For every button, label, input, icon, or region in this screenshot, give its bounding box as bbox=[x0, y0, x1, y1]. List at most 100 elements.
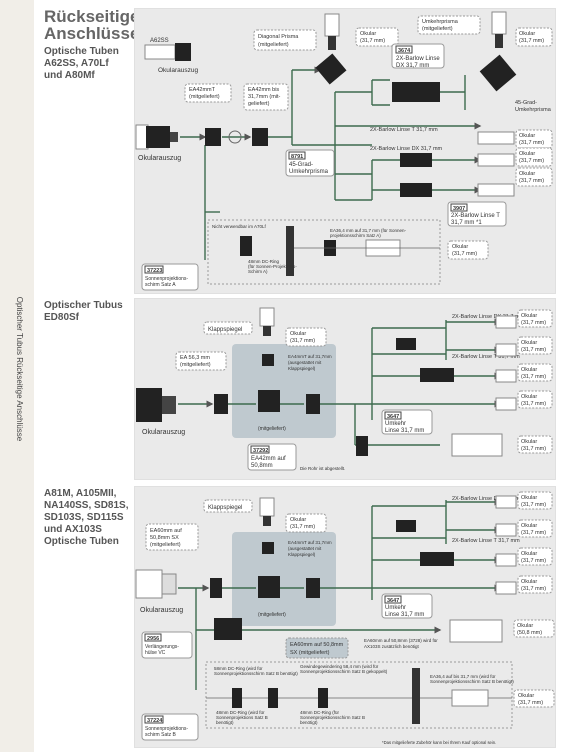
label-okD-2a: Okular bbox=[521, 394, 537, 400]
telescope-ed80sf-icon bbox=[136, 388, 176, 422]
label-okular-3a: Okular bbox=[290, 517, 306, 523]
section3-title-5: Optische Tuben bbox=[44, 536, 119, 547]
label-okC-2b: (31,7 mm) bbox=[521, 374, 546, 380]
sun-projection-a-group bbox=[207, 219, 441, 285]
label-klappspiegel-3: Klappspiegel bbox=[208, 505, 242, 511]
label-ea42b-3: geliefert) bbox=[248, 101, 270, 107]
label-ea60b-2: SX (mitgeliefert) bbox=[290, 650, 330, 656]
sun-projection-b-group bbox=[205, 661, 513, 729]
telescope-sd-icon bbox=[135, 569, 177, 599]
label-okB-3a: Okular bbox=[521, 523, 537, 529]
label-ea563-2: (mitgeliefert) bbox=[180, 362, 211, 368]
adapter-ea563-icon bbox=[214, 394, 228, 414]
label-okD-3b: (31,7 mm) bbox=[521, 586, 546, 592]
section1-subtitle-2: A62SS, A70Lf bbox=[44, 58, 109, 69]
label-okD-3a: Okular bbox=[521, 579, 537, 585]
section1-title-2: Anschlüsse: bbox=[44, 24, 146, 43]
label-okB-2a: Okular bbox=[521, 340, 537, 346]
label-ea42b-2: 31,7mm (mit- bbox=[248, 94, 281, 100]
label-ea364b-2: Sonnenprojektionsschirm Satz B benötigt) bbox=[430, 679, 514, 684]
adapter-317-2-icon bbox=[306, 394, 320, 414]
label-klappspiegel-2: Klappspiegel bbox=[208, 327, 242, 333]
label-ea60note-2: AX103S zusätzlich benötigt bbox=[364, 644, 420, 649]
label-ea60note-1: EA60mm auf 50,8mm (3728) wird für bbox=[364, 638, 438, 643]
section3-title-4: und AX103S bbox=[44, 524, 102, 535]
label-okular3-1: Okular bbox=[519, 133, 535, 139]
label-barlow2dx-2: DX 31,7 mm bbox=[396, 63, 429, 69]
label-okA-3b: (31,7 mm) bbox=[521, 502, 546, 508]
note-a70lf: Nicht verwendbar im A70Lf bbox=[212, 224, 267, 229]
code-37292: 37292 bbox=[253, 448, 268, 454]
umkehrprisma-icon bbox=[479, 11, 517, 92]
label-okular-2a: Okular bbox=[290, 331, 306, 337]
code-3647-3: 3647 bbox=[387, 598, 399, 604]
label-sonnen-a-1: Sonnenprojektions- bbox=[145, 276, 188, 282]
label-ring48b-2: Sonnenprojektions Satz B bbox=[216, 715, 268, 720]
extension-tube-vc-icon bbox=[214, 618, 242, 640]
code-8791: 8791 bbox=[291, 154, 303, 160]
label-ea42-2b: 50,8mm bbox=[251, 463, 273, 469]
label-ring-b-1: 58mm DC-Ring (wird für bbox=[214, 666, 263, 671]
label-ea42b-1: EA42mm bis bbox=[248, 87, 279, 93]
label-okF-1: Okular bbox=[518, 693, 534, 699]
label-okular4-1: Okular bbox=[519, 151, 535, 157]
label-ring48-2: (für Sonnen-Projektions- bbox=[248, 264, 297, 269]
label-mitgeliefert-3: (mitgeliefert) bbox=[258, 612, 286, 618]
footnote: *Das mitgelieferte Zubehör kann bei Ihre… bbox=[382, 740, 496, 745]
label-45grad-r-1: 45-Grad- bbox=[515, 100, 537, 106]
section1-subtitle-1: Optische Tuben bbox=[44, 46, 119, 57]
barlow-dx-icon bbox=[400, 153, 432, 167]
label-barlowT2-2: 31,7 mm *1 bbox=[451, 220, 482, 226]
label-verl-1: Verlängerungs- bbox=[145, 644, 179, 650]
label-ea60sx-3: (mitgeliefert) bbox=[150, 542, 181, 548]
umkehr-lens-2-icon bbox=[420, 368, 454, 382]
label-barlow2dx-3: 2X-Barlow Linse DX 31,7 mm bbox=[452, 496, 525, 502]
section2-title-1: Optischer Tubus bbox=[44, 300, 123, 311]
label-okularauszug-main: Okularauszug bbox=[138, 155, 181, 162]
adapter-ea42mmt-icon bbox=[205, 128, 221, 146]
label-ea563-1: EA 56,3 mm bbox=[180, 355, 210, 361]
telescope-a62ss-icon bbox=[144, 43, 191, 61]
barlow-t-icon bbox=[400, 183, 432, 197]
label-45grad-l-1: 45-Grad- bbox=[289, 162, 313, 168]
label-okularauszug-2: Okularauszug bbox=[142, 429, 185, 436]
label-ea42mmt-1: EA42mmT bbox=[189, 87, 216, 93]
label-umkehrprisma-2: (mitgeliefert) bbox=[422, 26, 453, 32]
label-ea42mmt-2: (mitgeliefert) bbox=[189, 94, 220, 100]
label-ea60sx-1: EA60mm auf bbox=[150, 528, 182, 534]
ring-48mm-icon bbox=[240, 236, 252, 256]
label-ring48b-3: benötigt) bbox=[216, 720, 234, 725]
label-verl-2: hülse VC bbox=[145, 650, 166, 656]
code-37224: 37224 bbox=[147, 718, 163, 724]
label-okular4-2: (31,7 mm) bbox=[519, 158, 544, 164]
label-okular6-2: (31,7 mm) bbox=[452, 251, 477, 257]
label-okularauszug-top: Okularauszug bbox=[158, 67, 198, 74]
eyepiece-508-3-icon bbox=[449, 619, 503, 643]
label-okC-3b: (31,7 mm) bbox=[521, 558, 546, 564]
label-ea364-2: projektionsschirm Satz A) bbox=[330, 233, 381, 238]
label-umkehr-2b: Linse 31,7 mm bbox=[385, 428, 424, 434]
label-okC-2a: Okular bbox=[521, 367, 537, 373]
section1-title-1: Rückseitige bbox=[44, 7, 140, 26]
label-okular1-2: (31,7 mm) bbox=[360, 38, 385, 44]
label-ok508-2: (50,8 mm) bbox=[517, 630, 542, 636]
code-3674: 3674 bbox=[398, 48, 411, 54]
label-okE-2b: (31,7 mm) bbox=[521, 446, 546, 452]
label-okA-2a: Okular bbox=[521, 313, 537, 319]
label-ring48c-2: Sonnenprojektionsschirm Satz B bbox=[300, 715, 365, 720]
label-okular1-1: Okular bbox=[360, 31, 376, 37]
label-ok508-1: Okular bbox=[517, 623, 533, 629]
label-okular5-1: Okular bbox=[519, 171, 535, 177]
label-okular-3b: (31,7 mm) bbox=[290, 524, 315, 530]
klappspiegel-box-3 bbox=[232, 532, 336, 626]
eyepiece-top-2-icon bbox=[259, 307, 275, 327]
label-okular3-2: (31,7 mm) bbox=[519, 140, 544, 146]
label-umkehr-3b: Linse 31,7 mm bbox=[385, 612, 424, 618]
label-okB-2b: (31,7 mm) bbox=[521, 347, 546, 353]
label-okF-2: (31,7 mm) bbox=[518, 700, 543, 706]
label-ea4-3a: EA4mmT auf 31,7mm bbox=[288, 540, 332, 545]
label-ea4-2c: Klappspiegel) bbox=[288, 366, 316, 371]
label-ea4-3b: (ausgestattet mit bbox=[288, 546, 322, 551]
label-sonnen-b-2: schirm Satz B bbox=[145, 732, 177, 738]
